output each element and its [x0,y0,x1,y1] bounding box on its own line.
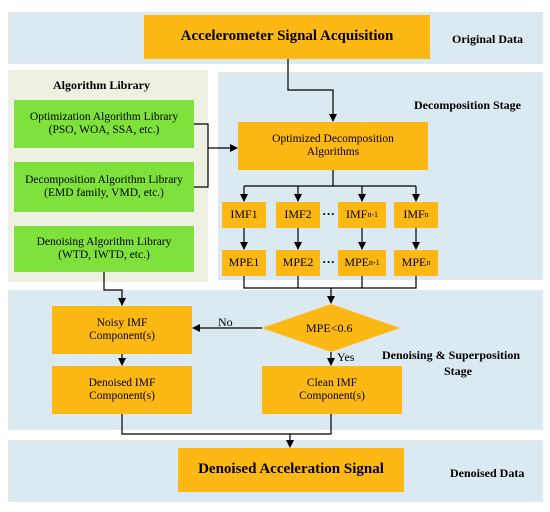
connector-merge [121,414,332,435]
decision-label: MPE<0.6 [306,321,353,335]
no-label: No [218,315,233,329]
decomposition-algorithm-library: Decomposition Algorithm Library (EMD fam… [14,162,194,212]
imf-box: IMF1 [222,202,266,228]
accelerometer-signal-acquisition-box: Accelerometer Signal Acquisition [144,15,430,59]
imf-ellipsis: ··· [322,206,336,221]
denoising-stage-label-line1: Denoising & Superposition [382,348,521,362]
mpe-label: MPE [401,255,427,270]
optimization-algorithm-library: Optimization Algorithm Library (PSO, WOA… [14,100,194,148]
yes-label: Yes [337,350,355,364]
noisy-imf-box: Noisy IMF Component(s) [52,306,192,354]
clean-imf-box: Clean IMF Component(s) [262,366,402,414]
mpe-subscript: n [426,258,431,268]
mpe-label: MPE2 [282,255,314,270]
decomposition-stage-band [218,72,543,280]
mpe-decision-diamond [262,304,400,352]
denoised-acceleration-signal-box: Denoised Acceleration Signal [178,448,404,492]
imf-subscript: n [424,210,429,220]
mpe-box: MPE2 [276,250,320,276]
connector-denoising-library [103,272,126,306]
imf-label: IMF [345,207,368,222]
denoising-stage-label-line2: Stage [444,364,472,378]
decomposition-stage-label: Decomposition Stage [414,98,521,112]
original-data-label: Original Data [452,32,523,46]
imf-label: IMF1 [230,207,258,222]
connector-mpes-to-decision [243,276,417,289]
imf-subscript: n-1 [367,210,378,220]
connector-decomposition-library [194,148,209,188]
mpe-box: MPE1 [222,250,266,276]
denoised-data-label: Denoised Data [450,466,525,480]
denoised-imf-box: Denoised IMF Component(s) [52,366,192,414]
imf-label: IMF [403,207,425,222]
mpe-label: MPE1 [228,255,260,270]
mpe-ellipsis: ··· [322,254,336,269]
denoising-algorithm-library: Denoising Algorithm Library (WTD, IWTD, … [14,226,194,272]
mpe-label: MPE [344,255,369,270]
connector-optimization-library [194,123,209,148]
imf-box: IMF2 [276,202,320,228]
connector-acquisition-to-decomposition [287,59,337,122]
optimized-decomposition-algorithms-box: Optimized Decomposition Algorithms [238,122,428,170]
algorithm-library-title: Algorithm Library [53,78,150,92]
mpe-subscript: n-1 [369,258,380,268]
connector-decomposition-to-imfs [244,170,416,187]
imf-label: IMF2 [284,207,312,222]
